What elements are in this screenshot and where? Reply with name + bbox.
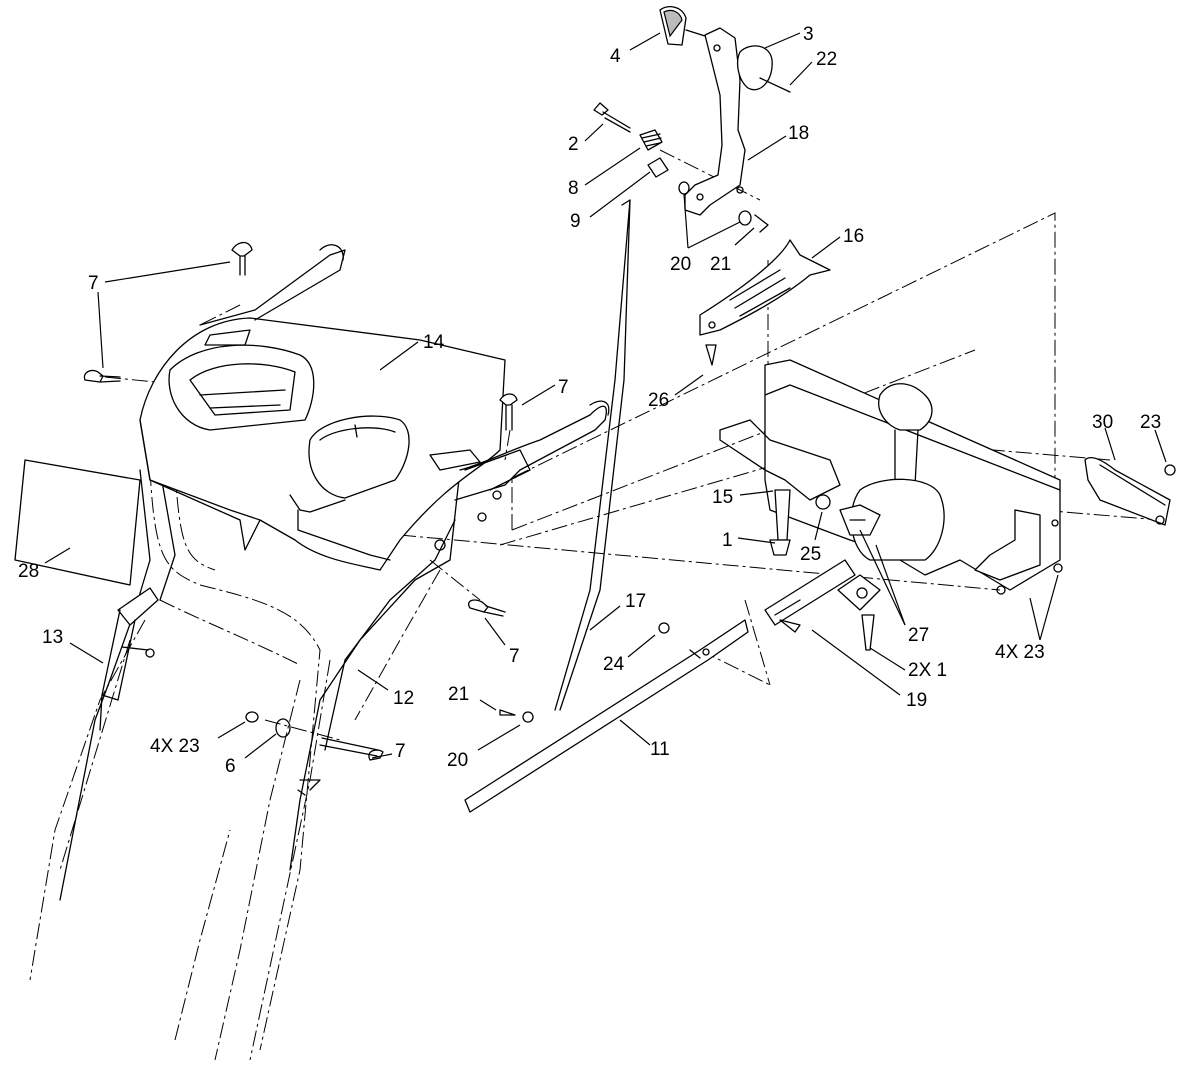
callout-label: 2X 1	[908, 660, 947, 681]
dash-panel	[139, 244, 610, 571]
callout-label: 28	[18, 561, 39, 582]
callout-label: 4	[610, 46, 621, 67]
callout-label: 7	[88, 273, 99, 294]
callout-labels: 4 3 22 2 18 8 9 16 20 21 7 14 7 26 30 23…	[18, 24, 1161, 777]
callout-label: 11	[650, 739, 670, 760]
callout-label: 7	[395, 741, 406, 762]
callout-label: 13	[42, 627, 63, 648]
shift-lever	[659, 6, 791, 216]
callout-label: 9	[570, 211, 581, 232]
callout-label: 12	[393, 688, 414, 709]
callout-label: 26	[648, 390, 669, 411]
callout-label: 8	[568, 178, 579, 199]
callout-label: 1	[722, 530, 733, 551]
callout-label: 20	[447, 750, 468, 771]
callout-label: 21	[448, 684, 469, 705]
callout-label: 2	[568, 134, 579, 155]
callout-label: 3	[803, 24, 814, 45]
decal	[14, 459, 141, 586]
callout-label: 22	[816, 49, 837, 70]
link	[764, 559, 856, 633]
upper-handle	[59, 469, 461, 901]
callout-label: 6	[225, 756, 236, 777]
speed-selector	[719, 359, 1063, 651]
callout-label: 4X 23	[150, 736, 200, 757]
callout-label: 19	[906, 690, 927, 711]
chute-cover	[1084, 457, 1176, 526]
callout-label: 30	[1092, 412, 1113, 433]
callout-label: 4X 23	[995, 642, 1045, 663]
callout-label: 17	[625, 591, 646, 612]
callout-label: 16	[843, 226, 864, 247]
callout-label: 14	[423, 332, 445, 353]
callout-label: 7	[509, 646, 520, 667]
lever-hardware	[593, 102, 769, 233]
control-rod	[464, 619, 749, 813]
callout-label: 23	[1140, 412, 1161, 433]
callout-label: 21	[710, 254, 731, 275]
leader-lines	[44, 32, 1167, 759]
callout-label: 25	[800, 544, 821, 565]
shift-rod	[522, 199, 631, 723]
callout-label: 18	[788, 123, 809, 144]
lower-handle	[29, 469, 441, 1061]
callout-label: 15	[712, 487, 733, 508]
index-bracket	[699, 239, 831, 366]
callout-label: 27	[908, 625, 929, 646]
callout-label: 7	[558, 377, 569, 398]
callout-label: 20	[670, 254, 691, 275]
callout-label: 24	[603, 654, 625, 675]
